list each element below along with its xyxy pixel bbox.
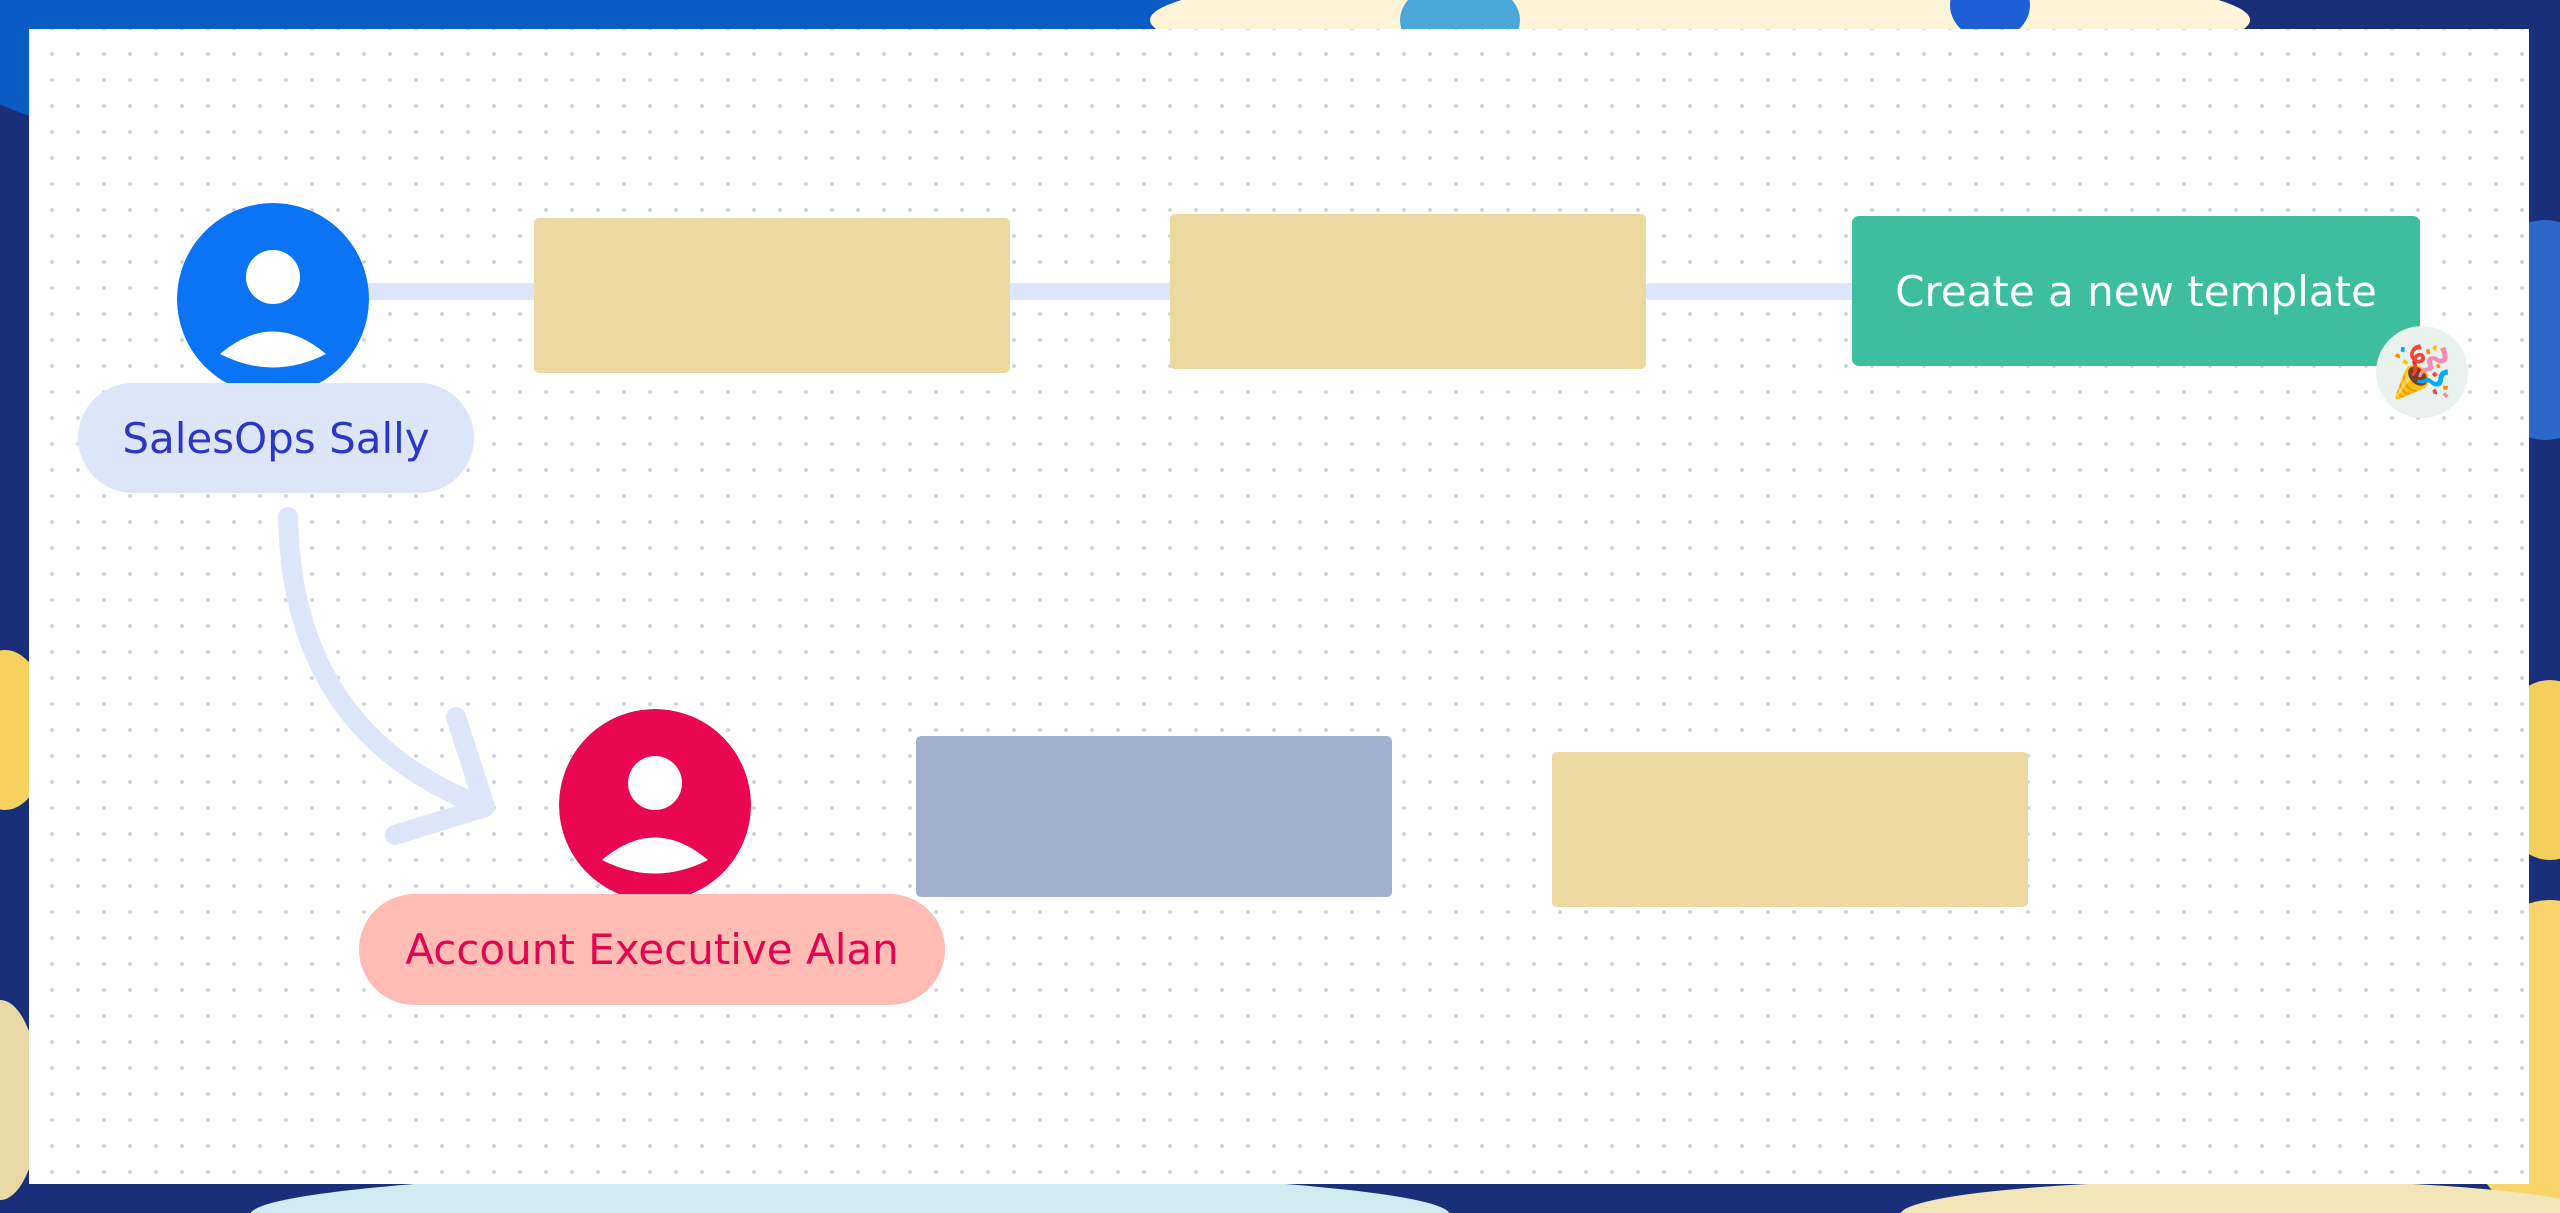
curved-arrow-icon [278, 507, 495, 845]
sticky-card[interactable] [916, 736, 1392, 897]
party-popper-glyph: 🎉 [2390, 342, 2454, 401]
person-label-sally[interactable]: SalesOps Sally [78, 383, 474, 493]
connector-line [360, 283, 540, 300]
user-avatar-icon-graphic [559, 709, 751, 901]
sticky-card[interactable] [1552, 752, 2028, 907]
sticky-card[interactable] [1170, 214, 1646, 369]
user-avatar-icon[interactable] [177, 203, 369, 395]
sticky-card[interactable] [534, 218, 1010, 373]
party-popper-icon[interactable]: 🎉 [2376, 326, 2468, 418]
person-label-alan[interactable]: Account Executive Alan [359, 894, 945, 1005]
user-avatar-icon[interactable] [559, 709, 751, 901]
connector-line [1008, 283, 1172, 300]
user-avatar-icon-graphic [177, 203, 369, 395]
connector-line [1646, 283, 1854, 300]
create-template-button[interactable]: Create a new template [1852, 216, 2420, 366]
